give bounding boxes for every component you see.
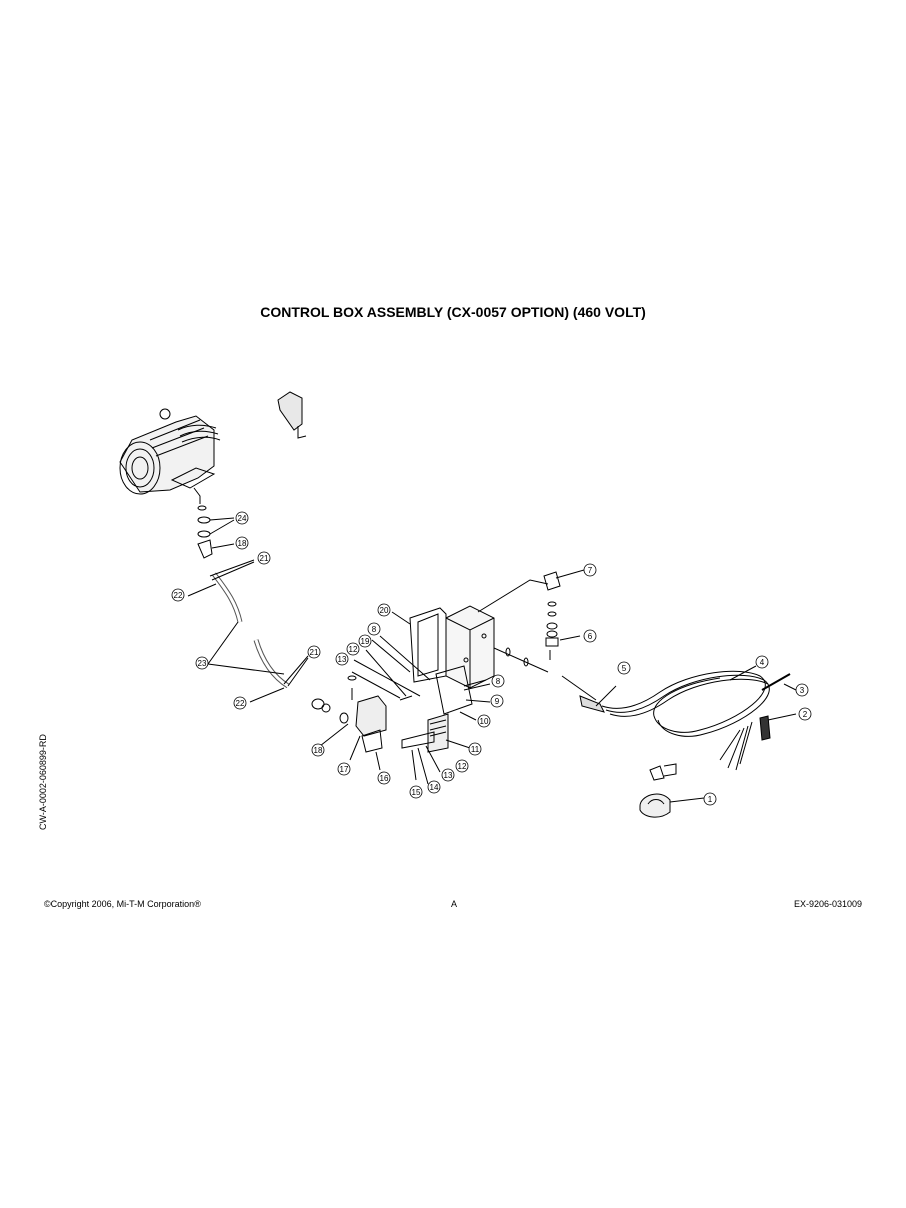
callout-4: 4 <box>755 655 769 669</box>
callout-14: 14 <box>427 780 441 794</box>
conduit-upper <box>187 559 255 623</box>
callout-19: 19 <box>358 634 372 648</box>
svg-text:22: 22 <box>236 699 245 708</box>
callout-24: 24 <box>235 511 249 525</box>
callout-3: 3 <box>795 683 809 697</box>
callout-9: 9 <box>490 694 504 708</box>
svg-text:13: 13 <box>338 655 347 664</box>
callout-group: 1 2 3 4 5 6 7 8 8 9 10 11 12 12 13 13 14… <box>171 511 812 806</box>
svg-text:2: 2 <box>803 710 808 719</box>
svg-text:13: 13 <box>444 771 453 780</box>
svg-text:8: 8 <box>372 625 377 634</box>
drawing-code: CW-A-0002-060899-RD <box>38 734 48 830</box>
callout-20: 20 <box>377 603 391 617</box>
svg-text:19: 19 <box>361 637 370 646</box>
callout-21-upper: 21 <box>257 551 271 565</box>
callout-8-lower: 8 <box>491 674 505 688</box>
svg-text:18: 18 <box>238 539 247 548</box>
svg-text:20: 20 <box>380 606 389 615</box>
washer-parts <box>197 505 235 559</box>
svg-text:7: 7 <box>588 566 593 575</box>
copyright-text: ©Copyright 2006, Mi-T-M Corporation® <box>44 899 201 909</box>
hardware-parts <box>347 649 441 785</box>
svg-text:21: 21 <box>260 554 269 563</box>
cord-part <box>505 647 770 771</box>
svg-text:5: 5 <box>622 664 627 673</box>
callout-7: 7 <box>583 563 597 577</box>
callout-16: 16 <box>377 771 391 785</box>
callout-12-upper: 12 <box>346 642 360 656</box>
svg-text:1: 1 <box>708 795 713 804</box>
control-box-part <box>391 579 549 689</box>
hood-part <box>277 391 307 439</box>
svg-text:3: 3 <box>800 686 805 695</box>
svg-text:11: 11 <box>471 745 480 754</box>
svg-text:12: 12 <box>458 762 467 771</box>
callout-18-upper: 18 <box>235 536 249 550</box>
callout-2: 2 <box>798 707 812 721</box>
document-number: EX-9206-031009 <box>793 899 862 909</box>
svg-text:14: 14 <box>430 783 439 792</box>
svg-text:10: 10 <box>480 717 489 726</box>
leader-lines <box>371 635 487 687</box>
switch-parts <box>311 695 387 771</box>
callout-11: 11 <box>468 742 482 756</box>
svg-text:21: 21 <box>310 648 319 657</box>
svg-text:16: 16 <box>380 774 389 783</box>
contactor-part <box>401 665 491 753</box>
callout-13-lower: 13 <box>441 768 455 782</box>
revision-text: A <box>451 899 458 909</box>
callout-18-lower: 18 <box>311 743 325 757</box>
page-title: CONTROL BOX ASSEMBLY (CX-0057 OPTION) (4… <box>260 304 646 320</box>
conduit-lower <box>207 621 309 703</box>
plug-part <box>639 763 705 818</box>
svg-text:6: 6 <box>588 632 593 641</box>
callout-1: 1 <box>703 792 717 806</box>
svg-text:15: 15 <box>412 788 421 797</box>
callout-22-upper: 22 <box>171 588 185 602</box>
callout-5: 5 <box>617 661 631 675</box>
callout-12-lower: 12 <box>455 759 469 773</box>
motor-part <box>119 408 221 504</box>
svg-text:24: 24 <box>238 514 247 523</box>
svg-text:23: 23 <box>198 659 207 668</box>
callout-21-lower: 21 <box>307 645 321 659</box>
svg-text:22: 22 <box>174 591 183 600</box>
svg-text:17: 17 <box>340 765 349 774</box>
callout-6: 6 <box>583 629 597 643</box>
svg-text:4: 4 <box>760 658 765 667</box>
callout-10: 10 <box>477 714 491 728</box>
svg-text:8: 8 <box>496 677 501 686</box>
callout-13-upper: 13 <box>335 652 349 666</box>
svg-text:9: 9 <box>495 697 500 706</box>
callout-17: 17 <box>337 762 351 776</box>
svg-text:18: 18 <box>314 746 323 755</box>
callout-23: 23 <box>195 656 209 670</box>
tie-and-label-parts <box>759 673 797 741</box>
fitting-parts <box>543 569 585 660</box>
callout-8-upper: 8 <box>367 622 381 636</box>
svg-text:12: 12 <box>349 645 358 654</box>
callout-22-lower: 22 <box>233 696 247 710</box>
callout-15: 15 <box>409 785 423 799</box>
